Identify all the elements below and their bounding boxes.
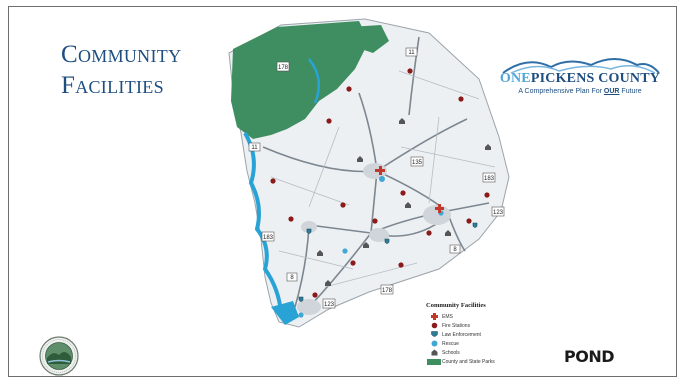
- law-enforcement-icon: [298, 296, 304, 302]
- logo-tagline: A Comprehensive Plan For OUR Future: [497, 88, 663, 95]
- school-icon: [399, 118, 405, 124]
- fire-station-icon: [270, 178, 276, 184]
- county-park-area: [231, 21, 369, 139]
- lake: [243, 131, 283, 314]
- law-enforcement-icon: [306, 228, 312, 234]
- school-icon: [317, 250, 323, 256]
- route-label: 135: [412, 160, 423, 166]
- law-enforcement-stations: [298, 222, 478, 302]
- legend-item-parks: County and State Parks: [426, 357, 524, 366]
- fire-station-icon: [484, 192, 490, 198]
- park-swatch: [427, 358, 441, 365]
- legend-label: County and State Parks: [442, 358, 495, 365]
- ems-stations: [375, 166, 444, 213]
- law-enforcement-icon: [430, 331, 438, 337]
- county-park-area-east: [349, 25, 389, 53]
- school-icon: [325, 280, 331, 286]
- fire-station-icon: [426, 230, 432, 236]
- school-icon: [485, 144, 491, 150]
- slide: Community Facilities: [8, 6, 677, 377]
- legend-title: Community Facilities: [426, 302, 486, 309]
- school-icon: [405, 202, 411, 208]
- legend-item-ems: EMS: [426, 312, 524, 321]
- route-label: 11: [251, 145, 258, 151]
- fire-station-icon: [400, 190, 406, 196]
- ems-icon: [430, 313, 438, 320]
- pond-logo: POND: [564, 347, 615, 366]
- fire-station-icon: [407, 68, 413, 74]
- legend-label: Law Enforcement: [442, 331, 481, 338]
- route-label: 123: [324, 302, 335, 308]
- tagline-end: Future: [619, 88, 642, 95]
- ems-icon: [375, 166, 385, 175]
- fire-stations: [270, 68, 490, 298]
- school-icon: [445, 230, 451, 236]
- minor-roads: [270, 70, 496, 288]
- legend-item-law-enforcement: Law Enforcement: [426, 330, 524, 339]
- legend-label: EMS: [442, 313, 453, 320]
- fire-station-icon: [346, 86, 352, 92]
- fire-station-icon: [466, 218, 472, 224]
- school-icon: [363, 242, 369, 248]
- logo-name: ONEPICKENS COUNTY: [497, 71, 663, 87]
- slide-title: Community Facilities: [61, 39, 181, 101]
- legend-item-rescue: Rescue: [426, 339, 524, 348]
- school-icon: [431, 349, 437, 356]
- legend-item-schools: Schools: [426, 348, 524, 357]
- route-shields: 178 11 11 135 183 123 8 183 8 123 178: [248, 47, 505, 309]
- route-label: 123: [493, 210, 504, 216]
- fire-station-icon: [398, 262, 404, 268]
- reservoir: [308, 58, 321, 104]
- law-enforcement-icon: [472, 222, 478, 228]
- rescue-icon: [298, 312, 304, 318]
- mountains-icon: [502, 58, 660, 74]
- route-label: 183: [484, 176, 495, 182]
- fire-station-icon: [326, 118, 332, 124]
- map-legend: Community Facilities EMS Fire Stations L…: [426, 302, 524, 366]
- tagline-start: A Comprehensive Plan For: [518, 88, 604, 95]
- title-line-1: Community: [61, 41, 182, 68]
- fire-station-icon: [372, 218, 378, 224]
- route-label: 11: [408, 50, 415, 56]
- logo-name-rest: PICKENS COUNTY: [530, 71, 661, 86]
- route-label: 8: [453, 247, 457, 253]
- school-icon: [357, 156, 363, 162]
- route-label: 8: [290, 275, 294, 281]
- fire-station-icon: [458, 96, 464, 102]
- lake-south: [271, 301, 299, 325]
- rescue-icon: [431, 340, 437, 347]
- route-label: 178: [382, 288, 393, 294]
- fire-station-icon: [340, 202, 346, 208]
- route-label: 178: [278, 65, 289, 71]
- one-pickens-county-logo: ONEPICKENS COUNTY A Comprehensive Plan F…: [497, 53, 663, 103]
- legend-label: Rescue: [442, 340, 459, 347]
- county-map: 178 11 11 135 183 123 8 183 8 123 178: [228, 18, 510, 328]
- legend-label: Schools: [442, 349, 460, 356]
- rescue-icon: [342, 248, 348, 254]
- route-label: 183: [263, 235, 274, 241]
- law-enforcement-icon: [384, 238, 390, 244]
- schools: [317, 118, 491, 286]
- legend-label: Fire Stations: [442, 322, 471, 329]
- fire-station-icon: [350, 260, 356, 266]
- county-seal-icon: [39, 336, 79, 376]
- ems-icon: [435, 204, 444, 213]
- legend-item-fire-stations: Fire Stations: [426, 321, 524, 330]
- rescue-icon: [379, 176, 385, 182]
- title-line-2: Facilities: [61, 72, 164, 99]
- fire-station-icon: [431, 322, 437, 329]
- fire-station-icon: [288, 216, 294, 222]
- tagline-our: OUR: [603, 88, 620, 95]
- logo-name-one: ONE: [499, 71, 531, 86]
- fire-station-icon: [312, 292, 318, 298]
